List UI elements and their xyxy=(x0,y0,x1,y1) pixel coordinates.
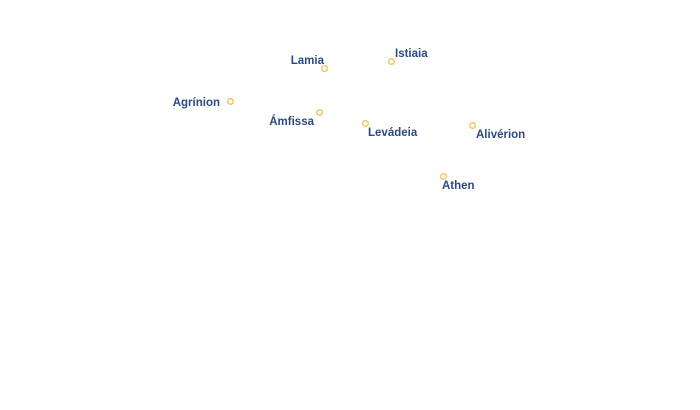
city-dot xyxy=(388,58,395,65)
city-dot xyxy=(362,120,369,127)
city-marker-agrinion[interactable]: Agrínion xyxy=(171,96,234,111)
city-label: Istiaia xyxy=(395,48,428,60)
city-marker-levadeia[interactable]: Levádeia xyxy=(362,120,419,141)
city-marker-athen[interactable]: Athen xyxy=(440,173,476,194)
city-label: Agrínion xyxy=(173,97,220,109)
city-label: Levádeia xyxy=(368,127,418,139)
city-label: Athen xyxy=(442,180,475,192)
city-dot xyxy=(227,98,234,105)
city-marker-istiaia[interactable]: Istiaia xyxy=(388,47,430,65)
city-marker-aliverion[interactable]: Alivérion xyxy=(469,122,527,143)
city-label: Lamia xyxy=(291,55,325,67)
city-dot xyxy=(316,109,323,116)
city-label: Alivérion xyxy=(476,129,525,141)
city-label: Ámfissa xyxy=(269,115,314,128)
city-marker-amfissa[interactable]: Ámfissa xyxy=(268,109,323,130)
city-dot xyxy=(321,65,328,72)
city-marker-lamia[interactable]: Lamia xyxy=(289,54,328,72)
city-dot xyxy=(469,122,476,129)
city-dot xyxy=(440,173,447,180)
